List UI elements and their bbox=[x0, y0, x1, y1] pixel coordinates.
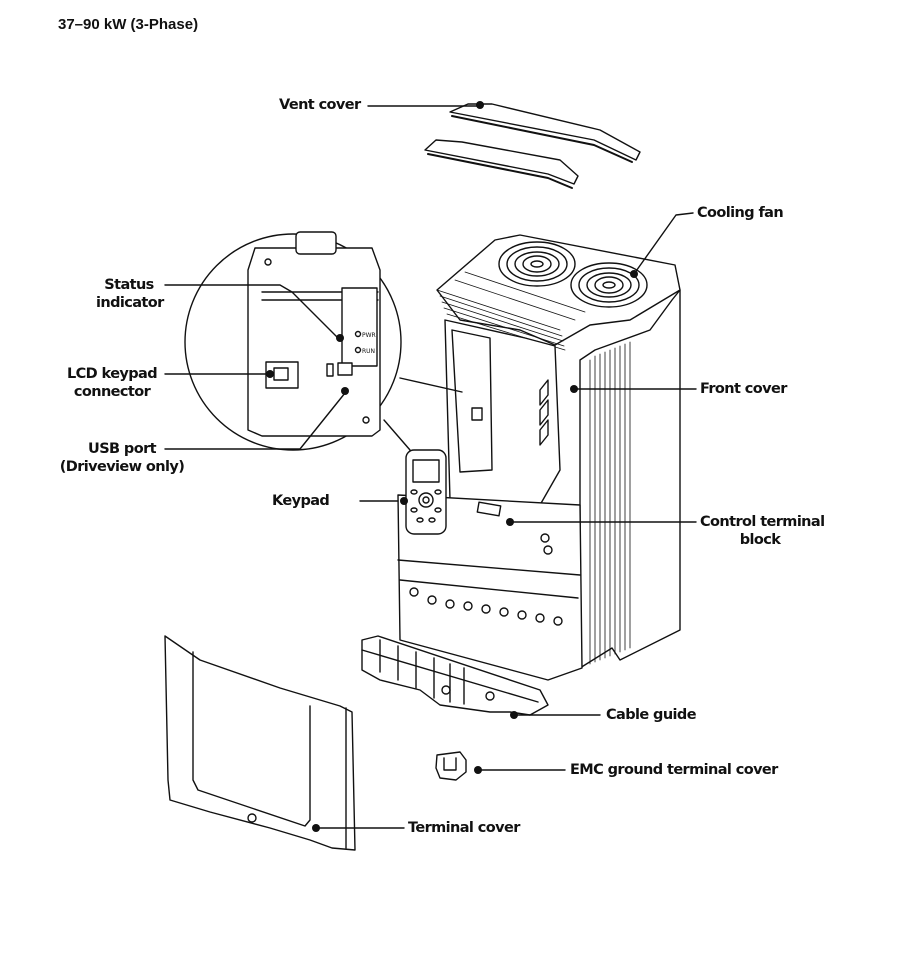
cooling-fan-left bbox=[498, 241, 576, 287]
label-status-indicator: Status indicator bbox=[96, 276, 164, 312]
label-lcd-keypad-connector-line2: connector bbox=[73, 384, 151, 400]
cooling-fan-right bbox=[570, 262, 648, 308]
label-cable-guide: Cable guide bbox=[606, 707, 697, 723]
label-front-cover: Front cover bbox=[700, 381, 787, 397]
keypad-bay-detail: PWR RUN bbox=[184, 231, 463, 451]
label-control-terminal-block-line1: Control terminal bbox=[700, 514, 825, 530]
led-label-run: RUN bbox=[362, 348, 375, 355]
label-usb-port: USB port (Driveview only) bbox=[58, 440, 186, 476]
label-vent-cover: Vent cover bbox=[279, 97, 361, 113]
label-lcd-keypad-connector: LCD keypad connector bbox=[62, 365, 162, 401]
label-control-terminal-block: Control terminal block bbox=[700, 513, 825, 549]
led-label-pwr: PWR bbox=[362, 332, 376, 339]
cable-guide bbox=[361, 635, 549, 716]
label-emc-ground-terminal-cover: EMC ground terminal cover bbox=[570, 762, 778, 778]
label-usb-port-line2: (Driveview only) bbox=[59, 459, 185, 475]
label-status-indicator-line2: indicator bbox=[96, 295, 164, 311]
keypad bbox=[405, 449, 447, 535]
label-usb-port-line1: USB port bbox=[88, 441, 157, 457]
inverter-body bbox=[397, 234, 681, 681]
label-terminal-cover: Terminal cover bbox=[408, 820, 520, 836]
label-lcd-keypad-connector-line1: LCD keypad bbox=[66, 366, 158, 382]
vent-cover-bottom bbox=[424, 139, 579, 189]
label-cooling-fan: Cooling fan bbox=[697, 205, 784, 221]
label-keypad: Keypad bbox=[272, 493, 330, 509]
label-control-terminal-block-line2: block bbox=[739, 532, 781, 548]
label-status-indicator-line1: Status bbox=[104, 277, 154, 293]
callout-lines bbox=[164, 105, 697, 829]
emc-ground-terminal-cover bbox=[435, 751, 467, 781]
figure-title: 37–90 kW (3-Phase) bbox=[58, 16, 199, 33]
terminal-cover bbox=[164, 635, 356, 851]
callout-dots bbox=[266, 101, 638, 832]
